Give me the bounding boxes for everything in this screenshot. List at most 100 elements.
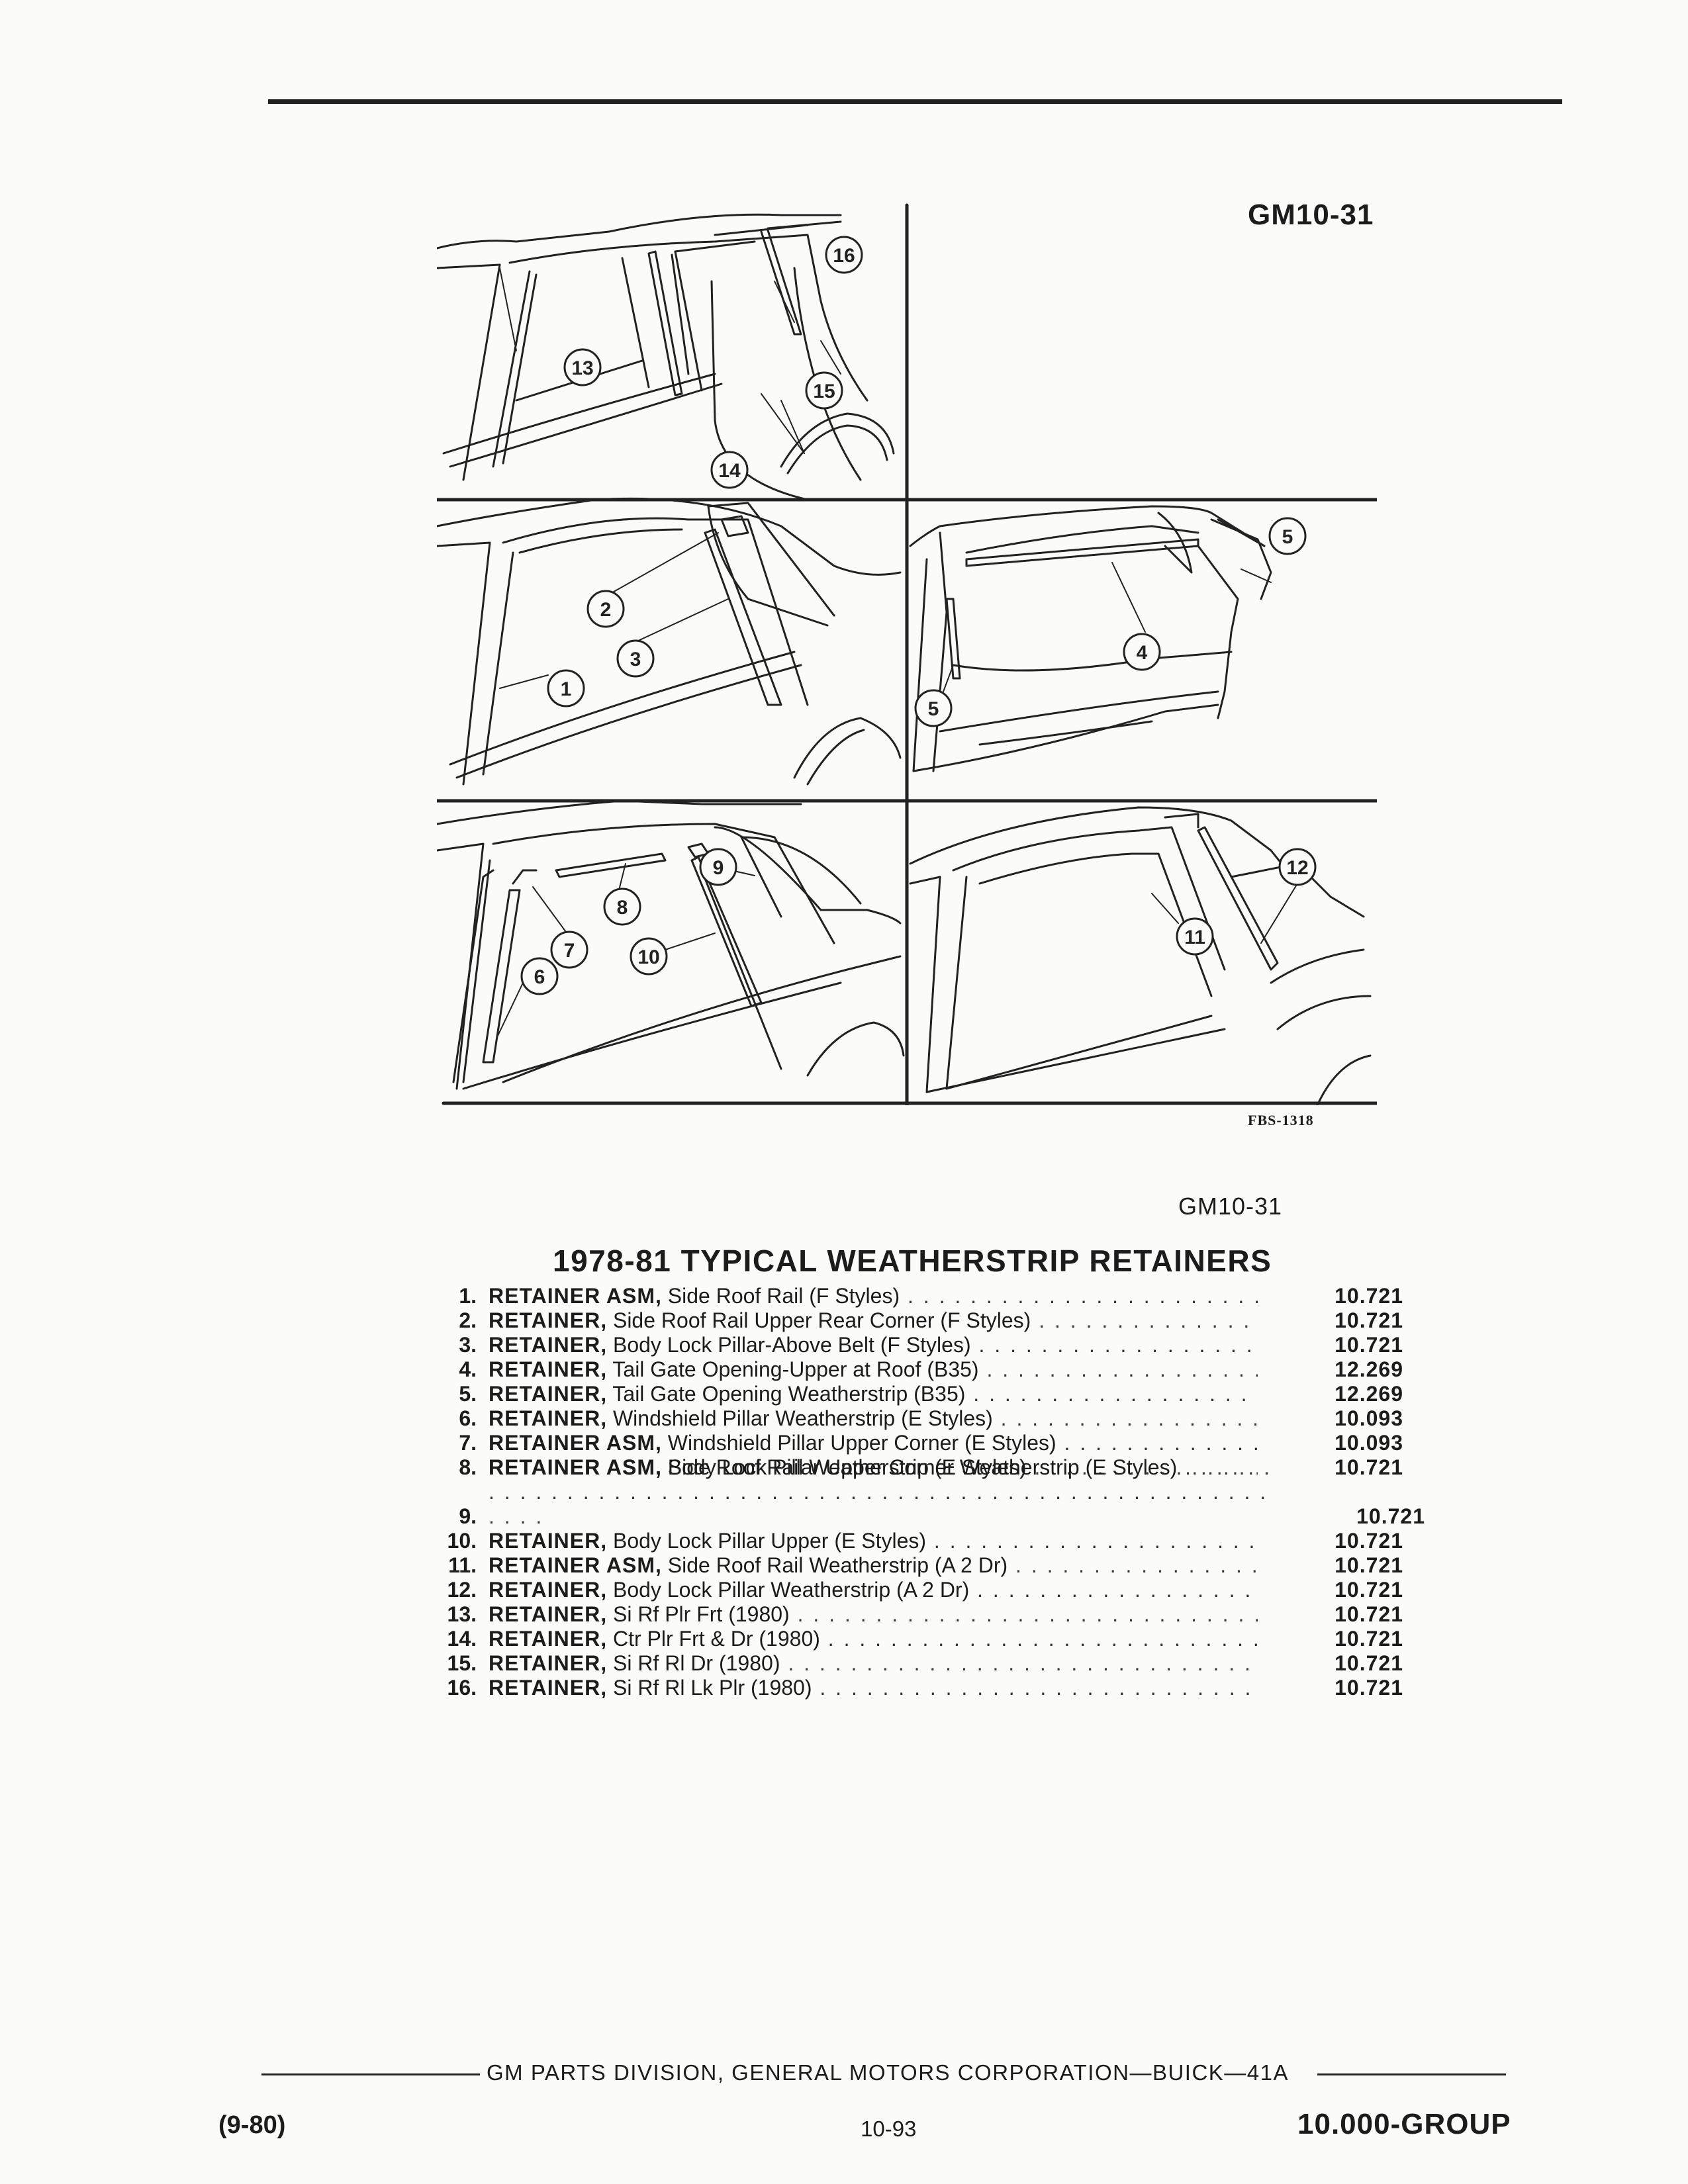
leader-dots: . . . . . . . . . . . . . . . . . . . . … xyxy=(489,1455,1272,1528)
leader-dots: . . . . . . . . . . . . . . . . . . . . … xyxy=(933,1529,1258,1553)
item-group-number: 10.721 xyxy=(1335,1333,1403,1357)
item-number: 7. xyxy=(459,1431,477,1455)
callout-9: 9 xyxy=(699,848,737,886)
item-name: RETAINER ASM, xyxy=(489,1284,662,1308)
callout-1: 1 xyxy=(547,669,585,707)
table-row: 11. RETAINER ASM, Side Roof Rail Weathers… xyxy=(410,1553,1403,1578)
item-number: 11. xyxy=(448,1553,477,1577)
svg-text:13: 13 xyxy=(571,357,593,379)
svg-text:15: 15 xyxy=(813,381,835,402)
item-name: RETAINER, xyxy=(489,1333,608,1357)
panel-bottom-right-leaders xyxy=(1151,883,1298,944)
item-name: RETAINER, xyxy=(489,1308,608,1332)
item-description: RETAINER, Windshield Pillar Weatherstrip… xyxy=(489,1406,1258,1431)
item-detail: Windshield Pillar Upper Corner (E Styles… xyxy=(667,1431,1056,1455)
callout-6: 6 xyxy=(520,957,559,995)
item-description: RETAINER, Side Roof Rail Upper Rear Corn… xyxy=(489,1308,1258,1333)
table-row: 2. RETAINER, Side Roof Rail Upper Rear Co… xyxy=(410,1308,1403,1333)
parts-list-title: 1978-81 TYPICAL WEATHERSTRIP RETAINERS xyxy=(553,1244,1272,1278)
table-row: 9.RETAINER ASM, Body Lock Pillar Upper C… xyxy=(410,1455,1425,1529)
svg-text:14: 14 xyxy=(718,460,741,482)
item-description: RETAINER, Si Rf Rl Lk Plr (1980) . . . .… xyxy=(489,1676,1258,1700)
leader-dots: . . . . . . . . . . . . . . . . . . . . … xyxy=(1039,1308,1258,1332)
callout-8: 8 xyxy=(603,887,641,926)
item-group-number: 12.269 xyxy=(1335,1382,1403,1406)
table-row: 16. RETAINER, Si Rf Rl Lk Plr (1980) . . … xyxy=(410,1676,1403,1700)
item-group-number: 10.721 xyxy=(1335,1455,1403,1479)
item-name: RETAINER, xyxy=(489,1676,608,1700)
leader-dots: . . . . . . . . . . . . . . . . . . . . … xyxy=(797,1602,1258,1626)
item-group-number: 10.721 xyxy=(1335,1578,1403,1602)
item-group-number: 10.093 xyxy=(1335,1406,1403,1430)
item-description: RETAINER, Body Lock Pillar-Above Belt (F… xyxy=(489,1333,1258,1357)
item-number: 3. xyxy=(459,1333,477,1357)
footer-group: 10.000-GROUP xyxy=(1297,2108,1511,2140)
item-description: RETAINER ASM, Windshield Pillar Upper Co… xyxy=(489,1431,1258,1455)
table-row: 14.RETAINER, Ctr Plr Frt & Dr (1980) . .… xyxy=(410,1627,1403,1651)
item-number: 13. xyxy=(447,1602,477,1626)
diagram-reference-label: FBS-1318 xyxy=(1248,1112,1314,1128)
svg-text:16: 16 xyxy=(833,245,855,267)
item-number: 16. xyxy=(447,1676,477,1700)
svg-text:2: 2 xyxy=(600,599,612,621)
item-name: RETAINER ASM, xyxy=(489,1455,662,1479)
footer-rule-left xyxy=(261,2073,480,2075)
panel-top-left-leaders xyxy=(499,267,841,454)
item-number: 12. xyxy=(447,1578,477,1602)
table-row: 7. RETAINER ASM, Windshield Pillar Upper … xyxy=(410,1431,1403,1455)
item-group-number: 12.269 xyxy=(1335,1357,1403,1381)
item-number: 5. xyxy=(459,1382,477,1406)
table-row: 6. RETAINER, Windshield Pillar Weatherstr… xyxy=(410,1406,1403,1431)
item-name: RETAINER, xyxy=(489,1602,608,1626)
leader-dots: . . . . . . . . . . . . . . . . . . . . … xyxy=(986,1357,1258,1381)
item-name: RETAINER ASM, xyxy=(489,1431,662,1455)
leader-dots: . . . . . . . . . . . . . . . . . . . . … xyxy=(1064,1431,1258,1455)
item-group-number: 10.721 xyxy=(1356,1504,1425,1528)
svg-text:5: 5 xyxy=(928,698,939,720)
item-detail: Body Lock Pillar Upper Corner Weatherstr… xyxy=(667,1455,1178,1479)
item-name: RETAINER, xyxy=(489,1529,608,1553)
leader-dots: . . . . . . . . . . . . . . . . . . . . … xyxy=(1000,1406,1258,1430)
item-detail: Tail Gate Opening-Upper at Roof (B35) xyxy=(612,1357,979,1381)
leader-dots: . . . . . . . . . . . . . . . . . . . . … xyxy=(977,1578,1258,1602)
table-row: 10. RETAINER, Body Lock Pillar Upper (E S… xyxy=(410,1529,1403,1553)
panel-top-left-drawing xyxy=(437,213,895,501)
table-row: 13.RETAINER, Si Rf Plr Frt (1980) . . . … xyxy=(410,1602,1403,1627)
figure-code: GM10-31 xyxy=(1248,199,1374,231)
item-group-number: 10.721 xyxy=(1335,1602,1403,1626)
item-description: RETAINER ASM, Body Lock Pillar Upper Cor… xyxy=(489,1455,1280,1529)
item-group-number: 10.721 xyxy=(1335,1553,1403,1577)
item-detail: Side Roof Rail Upper Rear Corner (F Styl… xyxy=(612,1308,1031,1332)
svg-text:1: 1 xyxy=(561,678,572,700)
item-group-number: 10.721 xyxy=(1335,1308,1403,1332)
item-number: 6. xyxy=(459,1406,477,1430)
item-name: RETAINER, xyxy=(489,1357,608,1381)
item-group-number: 10.721 xyxy=(1335,1627,1403,1651)
leader-dots: . . . . . . . . . . . . . . . . . . . . … xyxy=(1015,1553,1258,1577)
callout-13: 13 xyxy=(563,348,602,387)
item-number: 10. xyxy=(447,1529,477,1553)
item-number: 4. xyxy=(459,1357,477,1381)
leader-dots: . . . . . . . . . . . . . . . . . . . . … xyxy=(820,1676,1258,1700)
item-description: RETAINER, Ctr Plr Frt & Dr (1980) . . . … xyxy=(489,1627,1258,1651)
item-name: RETAINER, xyxy=(489,1406,608,1430)
parts-list: 1.RETAINER ASM, Side Roof Rail (F Styles… xyxy=(410,1284,1425,1700)
callout-5b: 5 xyxy=(914,689,953,727)
parts-figure-code: GM10-31 xyxy=(1178,1193,1283,1220)
table-row: 15.RETAINER, Si Rf Rl Dr (1980) . . . . … xyxy=(410,1651,1403,1676)
item-description: RETAINER ASM, Side Roof Rail Weatherstri… xyxy=(489,1553,1258,1578)
item-description: RETAINER, Tail Gate Opening-Upper at Roo… xyxy=(489,1357,1258,1382)
table-row: 4. RETAINER, Tail Gate Opening-Upper at R… xyxy=(410,1357,1403,1382)
svg-text:8: 8 xyxy=(617,897,628,919)
item-number: 2. xyxy=(459,1308,477,1332)
callout-4: 4 xyxy=(1123,633,1161,671)
item-detail: Windshield Pillar Weatherstrip (E Styles… xyxy=(612,1406,993,1430)
callout-3: 3 xyxy=(616,639,655,678)
header-rule xyxy=(268,99,1562,104)
item-group-number: 10.721 xyxy=(1335,1284,1403,1308)
callout-7: 7 xyxy=(550,931,588,969)
item-description: RETAINER ASM, Side Roof Rail Weatherstri… xyxy=(489,1455,1258,1480)
footer-page-number: 10-93 xyxy=(861,2116,917,2141)
item-name: RETAINER, xyxy=(489,1651,608,1675)
item-detail: Body Lock Pillar Upper (E Styles) xyxy=(612,1529,927,1553)
